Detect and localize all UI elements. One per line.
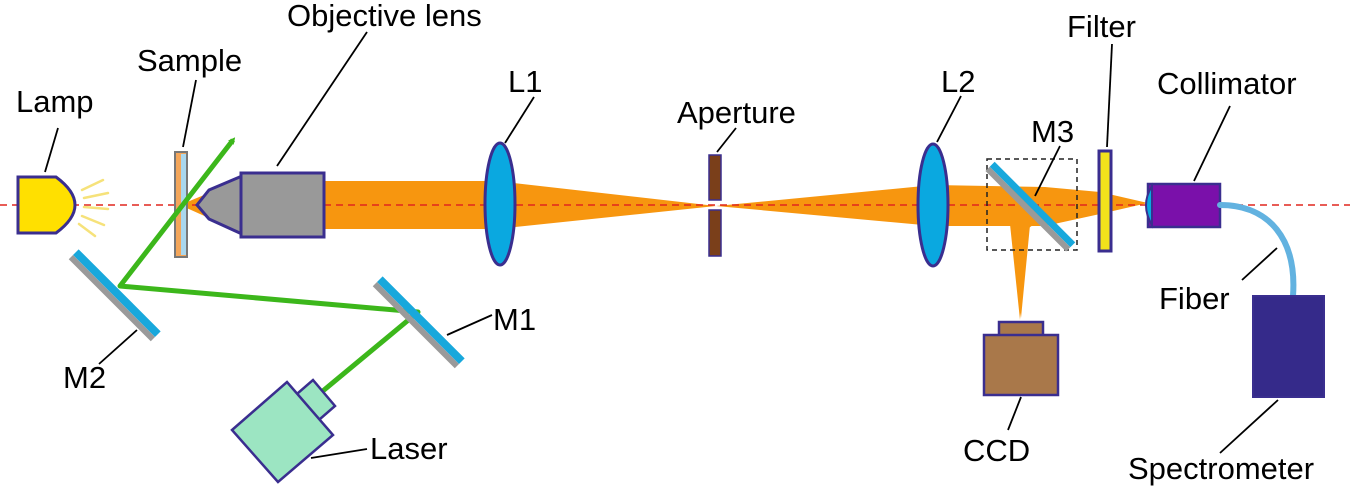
label-filter: Filter <box>1067 9 1136 44</box>
lens-l2 <box>916 142 950 268</box>
laser-leader <box>310 448 368 459</box>
ccd-leader <box>1007 396 1022 431</box>
lamp-body <box>16 175 77 235</box>
laser-beam <box>117 137 421 397</box>
label-m3: M3 <box>1031 114 1074 149</box>
label-fiber: Fiber <box>1159 281 1230 316</box>
m2-face <box>72 249 161 338</box>
mirror-m2 <box>68 249 161 342</box>
label-aperture: Aperture <box>677 95 796 130</box>
label-l1: L1 <box>508 64 542 99</box>
label-sample: Sample <box>137 43 242 78</box>
m2-back <box>68 254 156 342</box>
objective-barrel <box>239 171 326 239</box>
label-objective-lens: Objective lens <box>287 0 482 33</box>
objective-leader <box>276 31 368 167</box>
collimator-leader <box>1193 105 1231 182</box>
label-m2: M2 <box>63 360 106 395</box>
label-l2: L2 <box>941 64 975 99</box>
lens-l1 <box>483 141 517 267</box>
aperture-bottom <box>708 209 722 257</box>
lamp <box>16 175 110 238</box>
filter-leader <box>1106 43 1113 148</box>
beam-m3-to-collimator <box>1045 187 1148 226</box>
collimator <box>1145 182 1222 229</box>
m3-back <box>985 166 1071 252</box>
m3-leader <box>1034 145 1061 197</box>
spectrometer <box>1252 295 1325 398</box>
lamp-rays <box>77 178 110 238</box>
objective-lens <box>195 171 326 239</box>
label-laser: Laser <box>370 431 448 466</box>
label-spectrometer: Spectrometer <box>1128 451 1314 486</box>
sample-leader <box>182 79 197 148</box>
beam-focus-to-l2 <box>716 185 934 226</box>
aperture-leader <box>716 127 737 153</box>
spectrometer-leader <box>1219 399 1279 454</box>
m3-dashed-box <box>986 158 1078 251</box>
mirror-m1 <box>372 276 465 369</box>
m1-back <box>372 281 460 369</box>
label-ccd: CCD <box>963 433 1030 468</box>
m1-leader <box>446 314 493 336</box>
fiber <box>1217 202 1297 299</box>
leader-lines <box>44 31 1279 459</box>
beam-m3-to-ccd-taper <box>1012 225 1030 318</box>
filter <box>1097 149 1113 253</box>
lamp-leader <box>44 127 59 173</box>
m1-face <box>376 276 465 365</box>
laser-beam-path <box>117 137 421 397</box>
collimator-lens <box>1145 182 1153 229</box>
label-lamp: Lamp <box>16 84 94 119</box>
l2-leader <box>936 95 962 143</box>
fiber-leader <box>1241 247 1278 281</box>
mirror-m3 <box>985 161 1076 252</box>
ccd-camera <box>982 320 1060 397</box>
l1-leader <box>504 96 535 144</box>
ccd-body <box>982 333 1060 397</box>
laser <box>230 378 337 484</box>
m2-leader <box>98 329 138 365</box>
laser-body <box>230 380 335 484</box>
labels: Lamp Sample Objective lens L1 Aperture L… <box>16 0 1314 486</box>
label-collimator: Collimator <box>1157 66 1297 101</box>
objective-tip <box>195 173 244 237</box>
m3-face <box>989 161 1076 248</box>
aperture-top <box>708 154 722 201</box>
collimator-body <box>1146 182 1222 229</box>
label-m1: M1 <box>493 302 536 337</box>
aperture <box>708 154 722 257</box>
